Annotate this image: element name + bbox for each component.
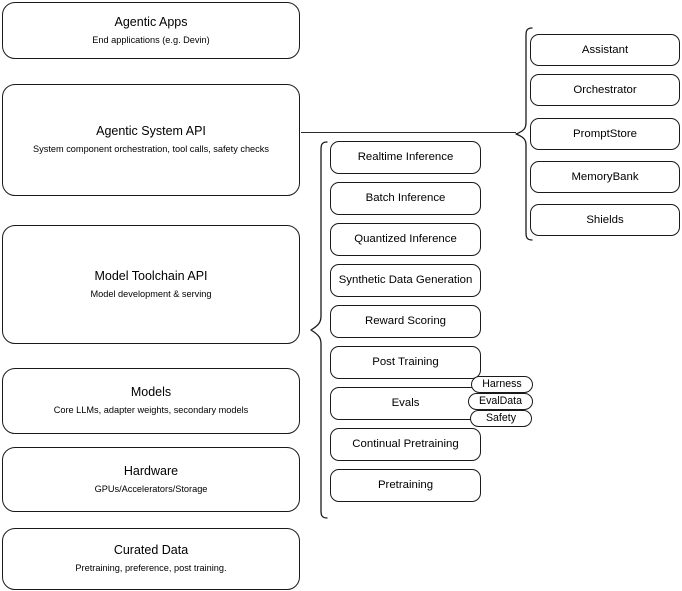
component-evals[interactable]: Evals	[330, 387, 481, 420]
layer-title: Models	[130, 385, 172, 400]
component-label: Pretraining	[377, 479, 434, 492]
brace-toolchain	[310, 141, 328, 519]
component-batch-inference[interactable]: Batch Inference	[330, 182, 481, 215]
layer-model-toolchain-api[interactable]: Model Toolchain API Model development & …	[2, 225, 300, 344]
badge-evaldata[interactable]: EvalData	[468, 393, 533, 410]
badge-label: Safety	[485, 411, 517, 424]
component-synthetic-data-generation[interactable]: Synthetic Data Generation	[330, 264, 481, 297]
component-reward-scoring[interactable]: Reward Scoring	[330, 305, 481, 338]
layer-agentic-apps[interactable]: Agentic Apps End applications (e.g. Devi…	[2, 2, 300, 59]
component-label: Orchestrator	[573, 83, 637, 96]
layer-subtitle: GPUs/Accelerators/Storage	[94, 483, 208, 494]
layer-title: Hardware	[123, 463, 179, 478]
component-label: Realtime Inference	[357, 151, 454, 164]
component-label: Continual Pretraining	[352, 438, 459, 451]
component-memorybank[interactable]: MemoryBank	[530, 161, 680, 193]
badge-label: Harness	[482, 377, 522, 390]
component-assistant[interactable]: Assistant	[530, 34, 680, 66]
component-promptstore[interactable]: PromptStore	[530, 118, 680, 150]
layer-title: Curated Data	[113, 543, 189, 558]
badge-harness[interactable]: Harness	[471, 376, 533, 393]
layer-models[interactable]: Models Core LLMs, adapter weights, secon…	[2, 368, 300, 434]
layer-title: Agentic System API	[96, 124, 206, 138]
component-label: PromptStore	[573, 127, 637, 140]
component-shields[interactable]: Shields	[530, 204, 680, 236]
layer-title: Agentic Apps	[114, 14, 188, 29]
component-pretraining[interactable]: Pretraining	[330, 469, 481, 502]
component-orchestrator[interactable]: Orchestrator	[530, 74, 680, 106]
component-label: Batch Inference	[365, 192, 446, 205]
layer-subtitle: Pretraining, preference, post training.	[75, 563, 227, 574]
component-post-training[interactable]: Post Training	[330, 346, 481, 379]
layer-curated-data[interactable]: Curated Data Pretraining, preference, po…	[2, 528, 300, 590]
badge-label: EvalData	[479, 394, 522, 407]
layer-subtitle: Model development & serving	[90, 288, 212, 299]
component-label: Synthetic Data Generation	[338, 274, 473, 287]
component-quantized-inference[interactable]: Quantized Inference	[330, 223, 481, 256]
component-label: Shields	[586, 213, 624, 226]
connector-agentic-system-api-to-components	[301, 132, 516, 133]
brace-agentic-components	[515, 27, 533, 241]
component-label: Quantized Inference	[354, 233, 457, 246]
component-label: Reward Scoring	[364, 315, 447, 328]
layer-title: Model Toolchain API	[94, 268, 208, 283]
layer-subtitle: Core LLMs, adapter weights, secondary mo…	[53, 405, 249, 416]
component-realtime-inference[interactable]: Realtime Inference	[330, 141, 481, 174]
component-continual-pretraining[interactable]: Continual Pretraining	[330, 428, 481, 461]
badge-safety[interactable]: Safety	[470, 410, 532, 427]
component-label: Post Training	[372, 356, 439, 369]
layer-hardware[interactable]: Hardware GPUs/Accelerators/Storage	[2, 447, 300, 512]
component-label: Assistant	[581, 43, 629, 56]
layer-subtitle: End applications (e.g. Devin)	[92, 34, 210, 45]
layer-agentic-system-api[interactable]: Agentic System API System component orch…	[2, 84, 300, 196]
component-label: Evals	[391, 397, 420, 410]
component-label: MemoryBank	[571, 170, 639, 183]
layer-subtitle: System component orchestration, tool cal…	[33, 143, 269, 154]
